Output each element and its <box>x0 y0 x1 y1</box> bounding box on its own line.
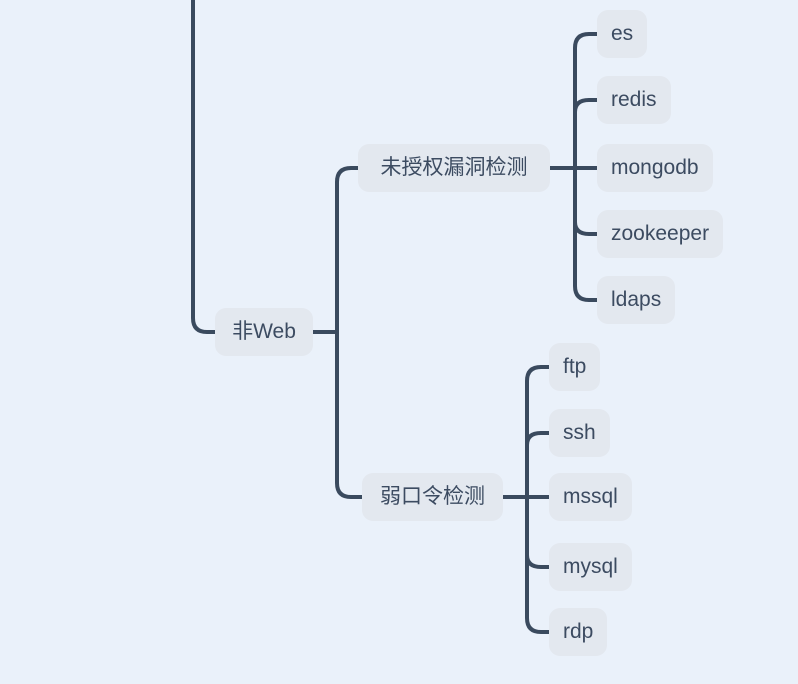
node-es[interactable]: es <box>597 10 648 58</box>
node-redis[interactable]: redis <box>597 76 671 124</box>
edge-parent-to-non-web <box>191 0 217 334</box>
node-weak-password-detection[interactable]: 弱口令检测 <box>362 473 503 521</box>
node-rdp[interactable]: rdp <box>549 608 608 656</box>
node-mysql[interactable]: mysql <box>549 543 632 591</box>
edge-trunk-weakpwd-children <box>525 365 551 634</box>
edge-branch-zookeeper <box>573 220 599 236</box>
node-mssql[interactable]: mssql <box>549 473 632 521</box>
edge-branch-mysql <box>525 553 551 569</box>
node-mongodb[interactable]: mongodb <box>597 144 713 192</box>
node-unauthorized-vuln-detection[interactable]: 未授权漏洞检测 <box>358 144 550 192</box>
node-ssh[interactable]: ssh <box>549 409 610 457</box>
node-ftp[interactable]: ftp <box>549 343 601 391</box>
node-ldaps[interactable]: ldaps <box>597 276 676 324</box>
edge-branch-redis <box>573 98 599 114</box>
edge-trunk-unauth-children <box>573 32 599 302</box>
edge-branch-ssh <box>525 431 551 447</box>
node-non-web[interactable]: 非Web <box>215 308 313 356</box>
node-zookeeper[interactable]: zookeeper <box>597 210 724 258</box>
edge-trunk-non-web-children <box>335 166 364 499</box>
